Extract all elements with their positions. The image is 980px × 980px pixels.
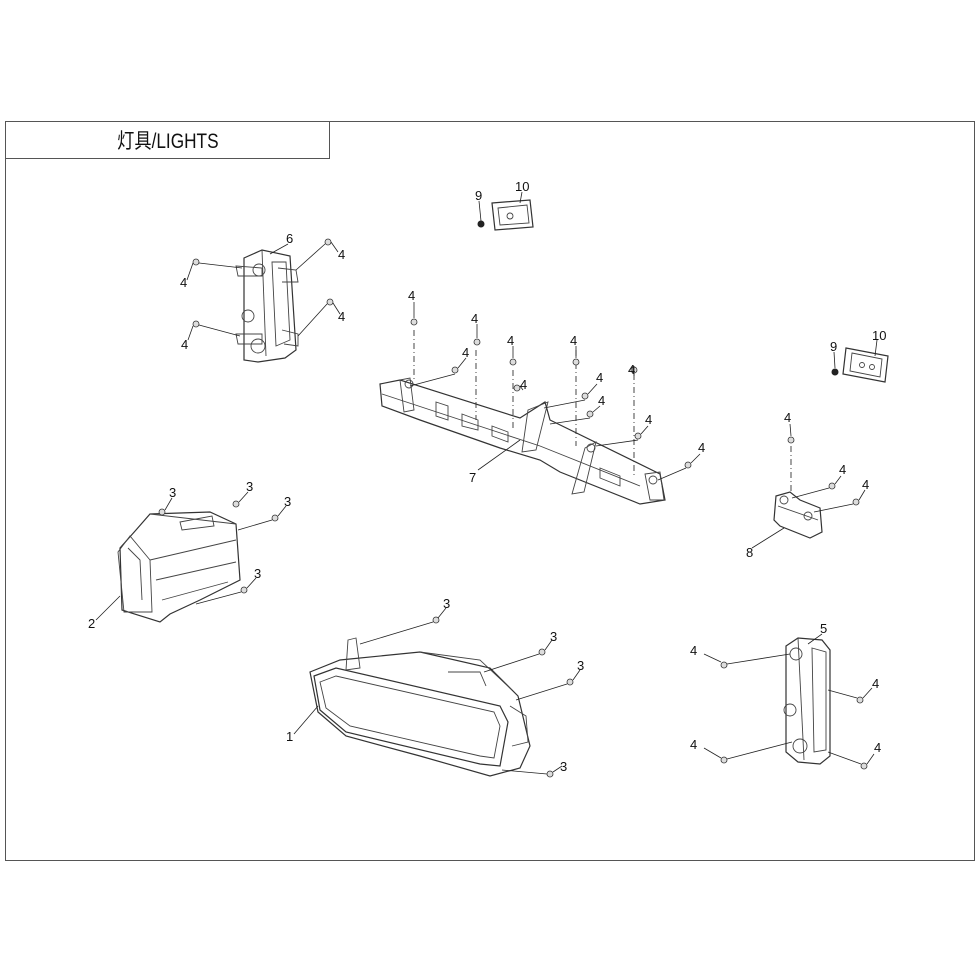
label-3-a: 3 <box>169 485 176 500</box>
label-4-t: 4 <box>872 676 879 691</box>
label-6: 6 <box>286 231 293 246</box>
label-3-h: 3 <box>560 759 567 774</box>
label-2: 2 <box>88 616 95 631</box>
light-bracket <box>379 377 666 505</box>
label-3-e: 3 <box>443 596 450 611</box>
small-bracket <box>773 491 823 539</box>
label-4-p: 4 <box>784 410 791 425</box>
label-4-h: 4 <box>570 333 577 348</box>
label-4-m: 4 <box>598 393 605 408</box>
label-4-d: 4 <box>338 309 345 324</box>
label-4-r: 4 <box>862 477 869 492</box>
page-title: 灯具/LIGHTS <box>116 130 219 153</box>
reflector-right <box>831 347 889 383</box>
label-3-f: 3 <box>550 629 557 644</box>
label-8: 8 <box>746 545 753 560</box>
label-1: 1 <box>286 729 293 744</box>
headlight-left <box>117 511 241 623</box>
label-4-f: 4 <box>471 311 478 326</box>
label-3-d: 3 <box>254 566 261 581</box>
label-5: 5 <box>820 621 827 636</box>
label-9-right: 9 <box>830 339 837 354</box>
label-3-c: 3 <box>284 494 291 509</box>
turn-signal-left <box>235 249 299 363</box>
label-4-j: 4 <box>462 345 469 360</box>
label-4-u: 4 <box>690 737 697 752</box>
label-3-b: 3 <box>246 479 253 494</box>
label-4-k: 4 <box>520 377 527 392</box>
label-4-v: 4 <box>874 740 881 755</box>
label-4-n: 4 <box>645 412 652 427</box>
headlight-main <box>309 637 531 777</box>
label-4-i: 4 <box>628 362 635 377</box>
label-4-o: 4 <box>698 440 705 455</box>
title-box: 灯具/LIGHTS <box>5 121 330 159</box>
label-10-right: 10 <box>872 328 886 343</box>
label-4-e: 4 <box>408 288 415 303</box>
label-4-g: 4 <box>507 333 514 348</box>
label-3-g: 3 <box>577 658 584 673</box>
label-4-a: 4 <box>180 275 187 290</box>
label-10-top: 10 <box>515 179 529 194</box>
turn-signal-right <box>783 637 831 765</box>
label-4-q: 4 <box>839 462 846 477</box>
label-4-b: 4 <box>181 337 188 352</box>
label-7: 7 <box>469 470 476 485</box>
reflector-top <box>477 199 534 231</box>
label-4-l: 4 <box>596 370 603 385</box>
diagram-frame <box>5 121 975 861</box>
label-4-s: 4 <box>690 643 697 658</box>
label-4-c: 4 <box>338 247 345 262</box>
label-9-top: 9 <box>475 188 482 203</box>
